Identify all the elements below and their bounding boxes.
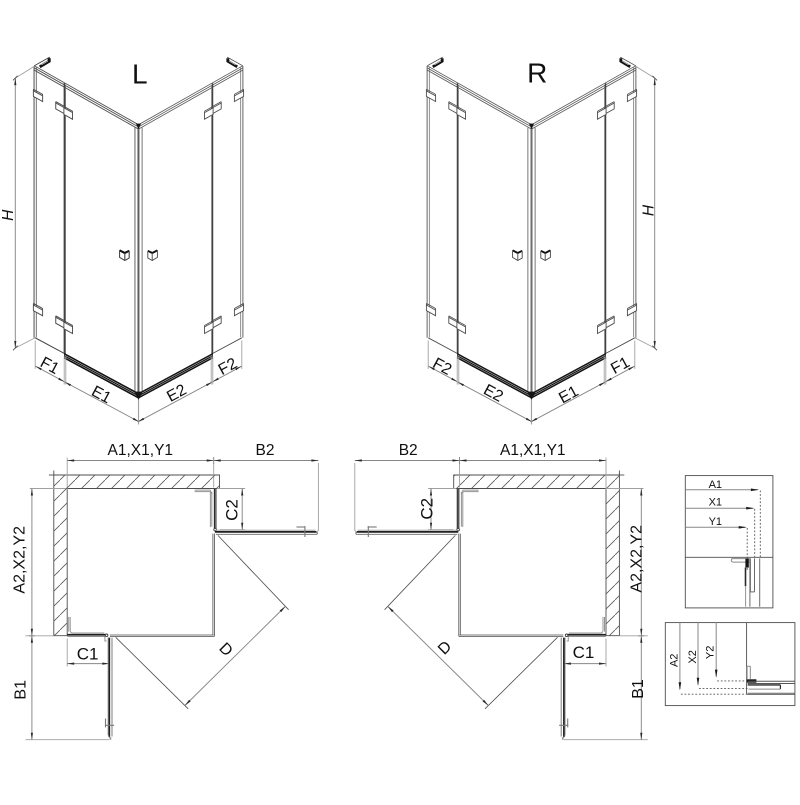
svg-text:X2: X2 (687, 650, 699, 663)
svg-text:F2: F2 (430, 355, 455, 379)
svg-text:Y1: Y1 (709, 516, 722, 528)
svg-text:B1: B1 (630, 679, 647, 699)
svg-text:C2: C2 (223, 499, 242, 521)
svg-text:C1: C1 (573, 643, 595, 662)
svg-text:C1: C1 (77, 645, 99, 664)
svg-text:A1,X1,Y1: A1,X1,Y1 (500, 442, 566, 459)
svg-text:X1: X1 (709, 496, 722, 508)
svg-text:H: H (641, 204, 658, 216)
svg-text:H: H (0, 209, 17, 221)
svg-text:B1: B1 (12, 680, 29, 700)
svg-text:R: R (527, 57, 547, 88)
svg-text:A1,X1,Y1: A1,X1,Y1 (108, 442, 174, 459)
svg-text:B2: B2 (256, 442, 275, 459)
svg-text:A2: A2 (668, 654, 680, 667)
svg-text:C2: C2 (418, 498, 437, 520)
svg-text:Y2: Y2 (705, 646, 717, 659)
svg-text:A1: A1 (709, 479, 722, 491)
svg-text:F1: F1 (37, 354, 62, 378)
svg-text:B2: B2 (399, 442, 418, 459)
svg-text:L: L (132, 59, 148, 90)
svg-text:F1: F1 (608, 354, 633, 378)
svg-text:F2: F2 (216, 355, 241, 379)
svg-text:A2,X2,Y2: A2,X2,Y2 (628, 525, 645, 593)
svg-text:A2,X2,Y2: A2,X2,Y2 (12, 526, 29, 594)
